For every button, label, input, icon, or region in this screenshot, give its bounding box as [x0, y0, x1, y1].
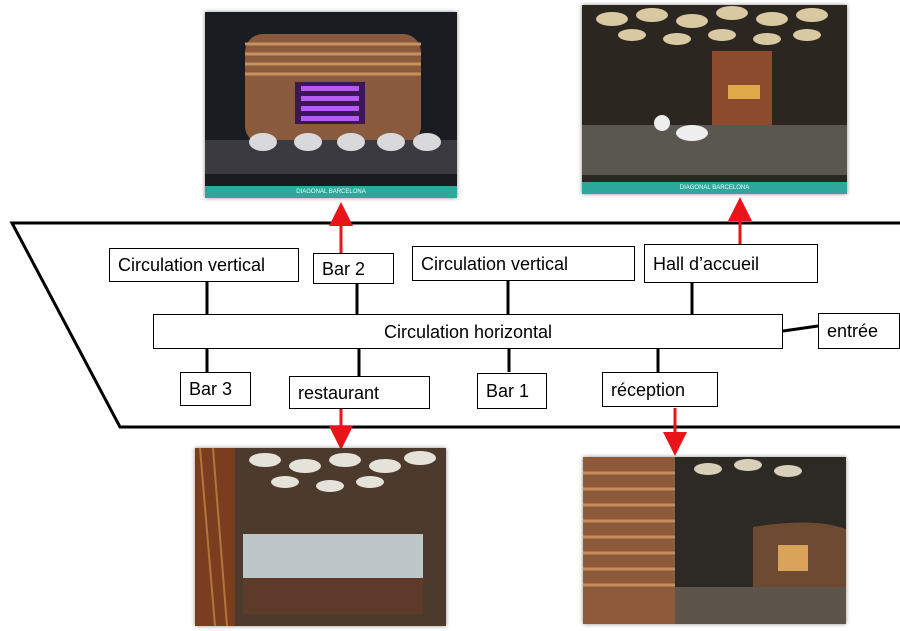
box-bar3: Bar 3: [180, 372, 251, 406]
photo-restaurant: [195, 448, 446, 626]
photo-reception: [583, 457, 846, 624]
box-restaurant: restaurant: [289, 376, 430, 409]
box-reception: réception: [602, 372, 718, 407]
photo-bar2: DIAGONAL BARCELONA: [205, 12, 457, 198]
photo-caption-center: DIAGONAL BARCELONA: [679, 185, 750, 191]
building-outline: [9, 221, 900, 429]
photo-caption-bar: DIAGONAL BARCELONA: [582, 182, 847, 194]
box-circulation-horizontal: Circulation horizontal: [153, 314, 783, 349]
box-bar1: Bar 1: [477, 373, 547, 409]
photo-hall: DIAGONAL BARCELONA: [582, 5, 847, 194]
box-entree: entrée: [818, 313, 900, 349]
box-hall-accueil: Hall d’accueil: [644, 244, 818, 283]
box-bar2: Bar 2: [313, 253, 394, 284]
photo-caption-center: DIAGONAL BARCELONA: [296, 189, 366, 195]
box-circulation-vertical-left: Circulation vertical: [109, 248, 299, 282]
photo-caption-bar: DIAGONAL BARCELONA: [205, 186, 457, 198]
connector-entree: [782, 324, 819, 333]
box-circulation-vertical-mid: Circulation vertical: [412, 246, 635, 281]
